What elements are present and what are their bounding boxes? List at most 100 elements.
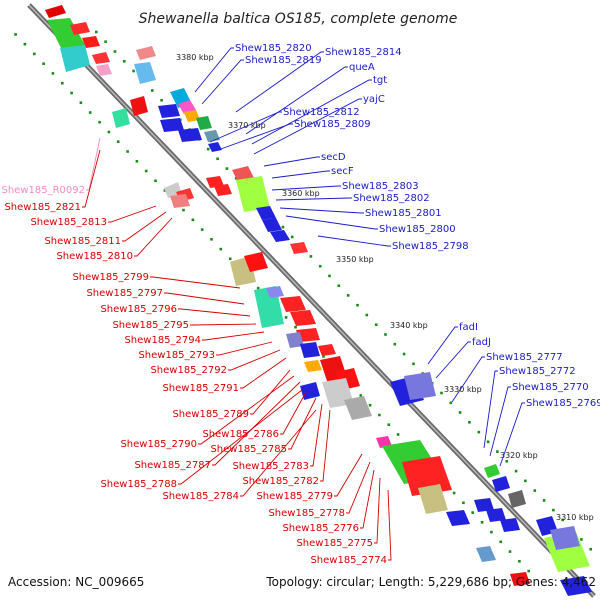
gene-arrow-forward bbox=[92, 52, 110, 64]
gene-arrow-forward bbox=[70, 22, 90, 35]
gene-block-magenta bbox=[376, 436, 392, 448]
tick-dot bbox=[104, 40, 107, 43]
tick-dot bbox=[514, 469, 518, 473]
gene-block-steel bbox=[476, 546, 496, 562]
gene-label: Shew185_2782 bbox=[242, 476, 319, 487]
gene-block-salmon bbox=[136, 46, 156, 60]
gene-arrow-reverse bbox=[262, 218, 282, 232]
gene-label: Shew185_2819 bbox=[245, 55, 322, 66]
tick-dot bbox=[486, 440, 490, 444]
kbp-tick: 3310 kbp bbox=[556, 513, 594, 522]
tick-dot bbox=[518, 560, 521, 563]
tick-dot bbox=[98, 120, 101, 124]
gene-features bbox=[45, 5, 592, 596]
tick-dot bbox=[505, 460, 509, 463]
tick-dot bbox=[356, 303, 359, 307]
gene-label: Shew185_2790 bbox=[120, 439, 197, 450]
gene-block-green bbox=[484, 464, 500, 478]
gene-block-violet bbox=[550, 526, 580, 550]
gene-arrow-reverse bbox=[500, 518, 520, 532]
tick-dot bbox=[126, 150, 129, 153]
tick-dot bbox=[378, 413, 381, 417]
tick-dot bbox=[499, 540, 502, 544]
gene-label: Shew185_2801 bbox=[365, 208, 442, 219]
lower-leader-lines bbox=[82, 137, 392, 561]
gene-arrow-forward bbox=[296, 328, 320, 342]
tick-dot bbox=[458, 411, 462, 414]
gene-arrow-forward bbox=[510, 572, 530, 586]
gene-arrow-forward bbox=[206, 176, 224, 188]
gene-block-khaki bbox=[418, 484, 448, 514]
gene-arrow-reverse bbox=[560, 576, 592, 596]
gene-label: Shew185_2789 bbox=[172, 409, 249, 420]
gene-arrow-forward bbox=[45, 5, 66, 18]
genome-axis-highlight bbox=[28, 4, 595, 597]
tick-dot bbox=[533, 489, 537, 492]
tick-dot bbox=[309, 255, 313, 258]
tick-dot bbox=[182, 208, 185, 212]
tick-dot bbox=[490, 530, 493, 534]
tick-dot bbox=[387, 423, 391, 426]
gene-label: Shew185_2810 bbox=[56, 251, 133, 262]
tick-dot bbox=[368, 403, 372, 407]
gene-arrow-forward bbox=[82, 36, 100, 48]
tick-dot bbox=[135, 160, 139, 163]
gene-label: Shew185_2779 bbox=[256, 491, 333, 502]
gene-label: Shew185_2770 bbox=[512, 382, 589, 393]
gene-arrow-reverse bbox=[158, 104, 180, 118]
tick-dot bbox=[107, 130, 111, 134]
gene-arrow-reverse bbox=[474, 498, 494, 512]
gene-arrow-reverse bbox=[208, 142, 222, 152]
tick-dot bbox=[552, 508, 555, 512]
tick-dot bbox=[79, 101, 83, 104]
gene-arrow-reverse bbox=[300, 382, 320, 400]
tick-dot bbox=[294, 325, 297, 329]
tick-dot bbox=[228, 257, 232, 261]
gene-label: Shew185_2788 bbox=[100, 479, 177, 490]
gene-block-lavender bbox=[266, 286, 284, 298]
tick-dot bbox=[200, 228, 204, 231]
gene-arrow-forward bbox=[214, 184, 232, 196]
gene-block-violet bbox=[404, 372, 436, 400]
gene-block-purple bbox=[286, 332, 304, 348]
gene-block-salmon bbox=[170, 194, 190, 208]
gene-block-orange bbox=[304, 360, 322, 372]
gene-label: Shew185_2769 bbox=[526, 398, 600, 409]
gene-label: Shew185_2777 bbox=[486, 352, 563, 363]
gene-arrow-reverse bbox=[446, 510, 470, 526]
tick-dot bbox=[542, 499, 546, 502]
gene-label: Shew185_2786 bbox=[202, 429, 279, 440]
gene-arrow-reverse bbox=[300, 342, 320, 358]
gene-block-pink bbox=[96, 64, 112, 76]
gene-label: Shew185_2797 bbox=[86, 288, 163, 299]
tick-dot bbox=[346, 294, 350, 297]
upper-gene-labels: Shew185_2820 Shew185_2819 Shew185_2814 q… bbox=[235, 43, 600, 409]
tick-dot bbox=[70, 91, 73, 95]
gene-arrow-reverse bbox=[486, 508, 506, 522]
gene-block-orange bbox=[184, 110, 200, 122]
gene-arrow-reverse bbox=[256, 206, 276, 220]
gene-label: Shew185_2811 bbox=[44, 236, 121, 247]
gene-block-cyan bbox=[60, 45, 90, 72]
gene-block-red bbox=[232, 166, 254, 182]
gene-arrow-reverse bbox=[492, 476, 510, 492]
topology-text: Topology: circular; Length: 5,229,686 bp… bbox=[265, 575, 596, 589]
upper-leader-lines bbox=[194, 47, 525, 467]
gene-label: Shew185_2791 bbox=[162, 383, 239, 394]
gene-arrow-reverse bbox=[270, 230, 290, 242]
tick-dot bbox=[163, 189, 167, 192]
tick-dot bbox=[449, 401, 453, 405]
kbp-tick: 3340 kbp bbox=[390, 321, 428, 330]
gene-label: Shew185_2803 bbox=[342, 181, 419, 192]
tick-dot bbox=[365, 313, 369, 317]
gene-label: fadI bbox=[459, 322, 478, 333]
tick-dot bbox=[281, 225, 285, 229]
gene-label: Shew185_2772 bbox=[499, 366, 576, 377]
gene-label: Shew185_R0092 bbox=[1, 185, 85, 196]
gene-label: Shew185_2812 bbox=[283, 107, 360, 118]
tick-dot bbox=[151, 89, 154, 92]
tick-dot bbox=[33, 52, 36, 56]
tick-dot bbox=[328, 274, 331, 278]
gene-label: Shew185_2813 bbox=[30, 217, 107, 228]
